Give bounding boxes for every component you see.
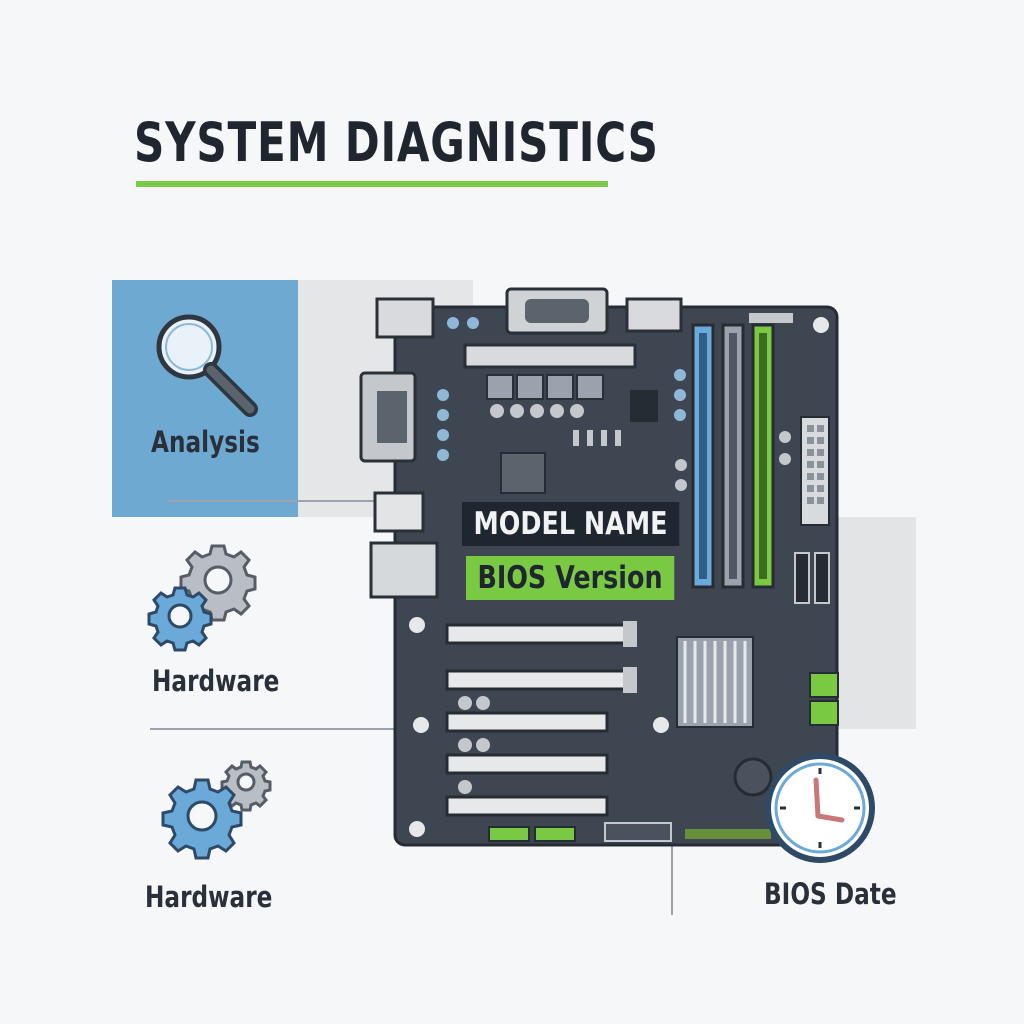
chipset [500,452,546,494]
clock-icon [765,753,875,863]
hardware-label-2: Hardware [145,880,273,914]
title-underline [136,181,608,187]
model-name-tag: MODEL NAME [462,502,679,546]
io-usb-port [373,491,425,533]
bios-date-label: BIOS Date [764,877,897,911]
page-title: SYSTEM DIAGNISTICS [134,111,659,174]
pcie-slot-top [463,343,637,369]
io-audio-port [369,541,439,599]
leader-line-bios-date [671,815,673,915]
hardware-label-1: Hardware [152,664,280,698]
leader-line-analysis [168,500,383,502]
leader-line-hardware [150,728,415,730]
top-port-left [375,297,435,339]
gears-icon [161,760,272,860]
bios-version-tag: BIOS Version [466,556,675,600]
magnifier-icon [156,314,258,417]
gears-icon [147,544,257,652]
light-panel-right [836,517,916,729]
top-port-right [625,297,683,333]
cmos-battery [733,757,773,797]
analysis-label: Analysis [151,425,260,459]
atx-power-connector [800,416,830,526]
